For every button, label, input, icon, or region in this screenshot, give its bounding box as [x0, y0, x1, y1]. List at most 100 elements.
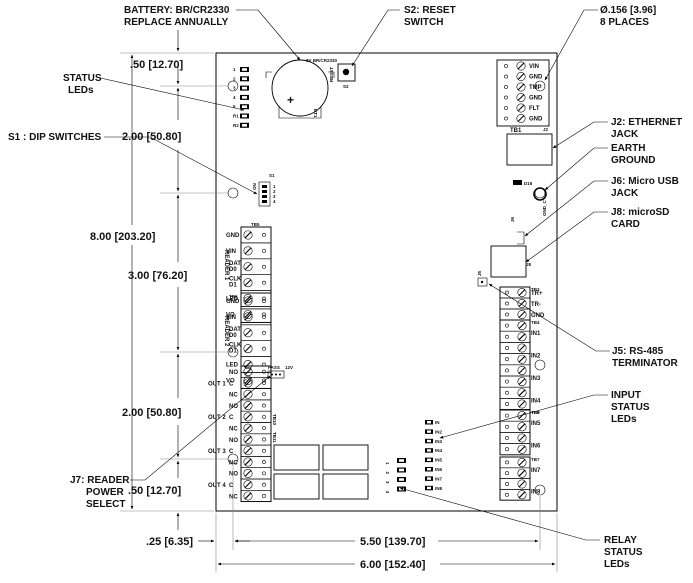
terminal-screw [517, 309, 527, 319]
input-led-label: IN8 [435, 486, 443, 491]
terminal-screw-slot [518, 300, 526, 307]
terminal-screw [517, 354, 527, 364]
callout-usb: J6: Micro USB [611, 176, 679, 187]
terminal-hole [262, 471, 266, 476]
terminal-screw-slot [518, 367, 526, 374]
tb8-label: TB8 [531, 410, 540, 415]
terminal-hole [505, 471, 509, 476]
dip-num: 1 [273, 184, 276, 189]
tb4-label: TB4 [531, 320, 540, 325]
terminal-screw-slot [518, 333, 526, 341]
callout-input-leds: INPUT [611, 390, 641, 401]
terminator-jumper-j5: J5 [477, 270, 488, 287]
relay [273, 444, 320, 471]
relay-pin-label: NC [229, 393, 238, 399]
terminal-screw-slot [244, 329, 252, 337]
terminal-hole [262, 426, 266, 431]
terminal-screw-slot [518, 378, 526, 385]
dip-num: 2 [273, 189, 276, 194]
dim-leds-to-dip: 2.00 [50.80] [122, 131, 182, 143]
svg-text:+: + [287, 93, 294, 107]
terminal-hole [262, 233, 266, 237]
terminal-screw-slot [244, 311, 252, 318]
terminal-screw [517, 343, 527, 353]
usb-jack-j6: J6 [510, 216, 525, 245]
tb3-pin-label: TR- [531, 302, 541, 308]
terminal-hole [505, 368, 509, 373]
j7-pass: PASS [268, 365, 280, 370]
status-led-label: 2 [233, 76, 236, 81]
terminal-screw [516, 61, 526, 71]
terminal-screw [243, 278, 253, 288]
terminal-hole [262, 369, 266, 374]
terminal-cell [499, 443, 531, 456]
callout-reset: S2: RESET [404, 5, 456, 16]
callout-input-leds: LEDs [611, 414, 637, 425]
terminal-hole [262, 296, 266, 301]
terminal-screw-slot [244, 469, 252, 477]
input-led-window [427, 430, 431, 433]
reader2-pin-label: VO [226, 379, 235, 385]
tb6-label: TB6 [229, 294, 238, 299]
tb11-label: TB11 [272, 432, 277, 443]
terminal-screw-slot [517, 73, 525, 80]
relay-pin-label: NC [229, 460, 238, 466]
terminal-screw-slot [244, 279, 252, 287]
terminal-screw-slot [518, 459, 526, 466]
tb10-label: TB10 [272, 414, 277, 426]
terminal-screw [243, 294, 253, 304]
terminal-screw-slot [244, 424, 252, 432]
terminal-hole [505, 357, 509, 362]
terminal-screw-slot [518, 412, 526, 419]
reader2-pin-label: LED [226, 363, 239, 369]
callout-reader-power: POWER [86, 487, 125, 498]
mounting-hole [534, 80, 546, 92]
status-led-window [242, 96, 247, 99]
terminal-screw-slot [244, 402, 252, 409]
relay [273, 473, 320, 500]
terminal-hole [504, 116, 508, 121]
terminal-screw [243, 360, 253, 370]
terminal-screw [243, 434, 253, 444]
terminal-screw-slot [244, 295, 252, 302]
terminal-screw [243, 412, 253, 422]
callout-ethernet: J2: ETHERNET [611, 117, 682, 128]
relay-pin-label: NC [229, 427, 238, 433]
tb1-pin-label: GND [529, 75, 543, 81]
tb4-pin-label: IN3 [531, 376, 541, 382]
terminal-screw-slot [518, 311, 526, 318]
reader2-pin-label: D1 [229, 349, 237, 355]
dimension-lines: .50 [12.70] 2.00 [50.80] 8.00 [203.20] 3… [90, 30, 558, 572]
callout-holes: 8 PLACES [600, 17, 649, 28]
terminal-hole [505, 312, 509, 317]
tb7-pin-label: IN7 [531, 468, 541, 474]
terminal-hole [262, 264, 266, 269]
callouts: BATTERY: BR/CR2330 REPLACE ANNUALLY S2: … [8, 5, 682, 570]
reader2-pin-label: DAT [229, 327, 241, 333]
terminal-hole [504, 106, 508, 110]
callout-reader-power: SELECT [86, 499, 125, 510]
status-led-window [242, 86, 247, 90]
terminal-screw-slot [517, 83, 525, 91]
relay-pin-label: C [229, 483, 234, 489]
tb9-pin-label: IN5 [531, 421, 541, 427]
dim-reader-span: 3.00 [76.20] [128, 270, 188, 282]
status-led-window [242, 114, 247, 118]
tb4-pin-label: IN1 [531, 331, 541, 337]
reset-switch-s2: RESET S2 [329, 63, 356, 89]
relay-led-label: 2 [385, 472, 390, 475]
tb9-pin-label: IN6 [531, 444, 541, 450]
terminal-screw-slot [518, 322, 526, 329]
reader1-pin-label: LED [226, 297, 239, 303]
relay-led-window [399, 468, 404, 472]
callout-usb: JACK [611, 188, 639, 199]
terminal-screw [243, 246, 253, 256]
reader1-pin-label: VIN [226, 249, 236, 255]
terminal-screw [517, 298, 527, 308]
reader-power-jumper-j7: PASS 12V [267, 365, 293, 379]
reader1-title: READER 1 [223, 250, 229, 281]
input-led-label: IN5 [435, 458, 443, 463]
dip-ref: S1 [269, 173, 275, 178]
terminal-screw [243, 468, 253, 478]
